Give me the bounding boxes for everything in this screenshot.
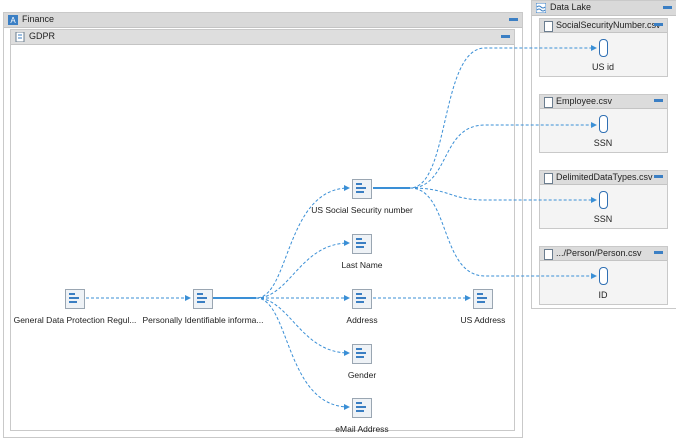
- column-icon[interactable]: [598, 267, 608, 285]
- column-ssn-delimited: SSN: [563, 191, 643, 224]
- node-label: US Social Security number: [311, 205, 413, 215]
- gdpr-collapse-button[interactable]: [501, 35, 510, 38]
- link-pii-email: [255, 297, 350, 410]
- file-name: Employee.csv: [556, 96, 613, 106]
- file-collapse-button[interactable]: [654, 99, 663, 102]
- node-last-name: Last Name: [292, 234, 432, 270]
- file-name: SocialSecurityNumber.csv: [556, 20, 661, 30]
- file-header[interactable]: SocialSecurityNumber.csv: [540, 19, 667, 33]
- file-name: .../Person/Person.csv: [556, 248, 642, 258]
- link-pii-gender: [255, 297, 350, 356]
- file-header[interactable]: DelimitedDataTypes.csv: [540, 171, 667, 185]
- node-ssn: US Social Security number: [292, 179, 432, 215]
- file-icon: [544, 97, 553, 108]
- term-icon[interactable]: [352, 398, 372, 418]
- finance-panel-header[interactable]: A Finance: [4, 13, 522, 28]
- link-ssn-file3: [409, 187, 597, 203]
- node-gdpr: General Data Protection Regul...: [5, 289, 145, 325]
- node-us-address: US Address: [413, 289, 553, 325]
- gdpr-panel-title: GDPR: [29, 31, 56, 41]
- file-name: DelimitedDataTypes.csv: [556, 172, 653, 182]
- column-icon[interactable]: [598, 39, 608, 57]
- file-collapse-button[interactable]: [654, 23, 663, 26]
- node-pii: Personally Identifiable informa...: [133, 289, 273, 325]
- column-label: ID: [598, 290, 608, 300]
- finance-panel-title: Finance: [22, 14, 55, 24]
- term-icon[interactable]: [65, 289, 85, 309]
- term-icon[interactable]: [352, 344, 372, 364]
- term-icon[interactable]: [352, 289, 372, 309]
- file-icon: [544, 173, 553, 184]
- datalake-panel-title: Data Lake: [550, 2, 592, 12]
- link-ssn-file2: [409, 122, 597, 189]
- node-email: eMail Address: [292, 398, 432, 434]
- column-ssn-employee: SSN: [563, 115, 643, 148]
- link-ssn-file4: [409, 187, 597, 279]
- term-icon[interactable]: [352, 234, 372, 254]
- file-icon: [544, 249, 553, 260]
- link-ssn-file1: [373, 45, 597, 189]
- node-address: Address: [292, 289, 432, 325]
- file-header[interactable]: Employee.csv: [540, 95, 667, 109]
- gdpr-panel: GDPR: [10, 29, 515, 431]
- term-icon[interactable]: [193, 289, 213, 309]
- datalake-panel-header[interactable]: Data Lake: [532, 1, 676, 16]
- node-label: Gender: [347, 370, 377, 380]
- document-icon: [15, 32, 25, 42]
- datalake-collapse-button[interactable]: [663, 6, 672, 9]
- file-collapse-button[interactable]: [654, 251, 663, 254]
- column-us-id: US id: [563, 39, 643, 72]
- node-label: Address: [346, 315, 378, 325]
- finance-icon: A: [8, 15, 18, 25]
- link-pii-lastname: [255, 240, 350, 299]
- file-icon: [544, 21, 553, 32]
- term-icon[interactable]: [473, 289, 493, 309]
- file-collapse-button[interactable]: [654, 175, 663, 178]
- node-gender: Gender: [292, 344, 432, 380]
- file-header[interactable]: .../Person/Person.csv: [540, 247, 667, 261]
- column-id-person: ID: [563, 267, 643, 300]
- svg-text:A: A: [10, 16, 16, 25]
- column-icon[interactable]: [598, 191, 608, 209]
- term-icon[interactable]: [352, 179, 372, 199]
- link-pii-ssn: [213, 185, 350, 299]
- data-lake-icon: [536, 3, 546, 13]
- node-label: Personally Identifiable informa...: [142, 315, 264, 325]
- finance-collapse-button[interactable]: [509, 18, 518, 21]
- column-icon[interactable]: [598, 115, 608, 133]
- gdpr-panel-header[interactable]: GDPR: [11, 30, 514, 45]
- column-label: US id: [591, 62, 614, 72]
- node-label: US Address: [460, 315, 506, 325]
- node-label: eMail Address: [335, 424, 389, 434]
- column-label: SSN: [593, 214, 613, 224]
- node-label: Last Name: [341, 260, 383, 270]
- column-label: SSN: [593, 138, 613, 148]
- node-label: General Data Protection Regul...: [13, 315, 137, 325]
